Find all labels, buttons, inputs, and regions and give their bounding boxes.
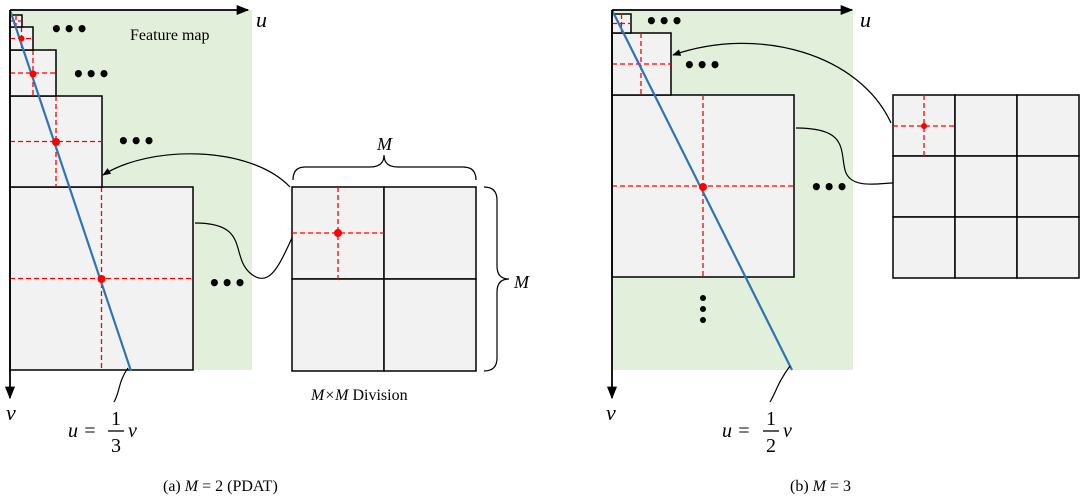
ellipsis: •••	[117, 129, 155, 153]
svg-text:v: v	[783, 420, 792, 442]
connector-curve	[194, 222, 293, 279]
v-axis-label: v	[6, 400, 16, 425]
equation-pointer	[769, 365, 791, 403]
svg-text:2: 2	[766, 435, 776, 457]
division-label: M×M Division	[310, 387, 408, 404]
point	[921, 123, 927, 129]
svg-text:3: 3	[111, 435, 121, 457]
ellipsis: •••	[683, 53, 721, 77]
point	[97, 275, 106, 283]
svg-text:1: 1	[111, 408, 121, 430]
vertical-ellipsis	[700, 295, 706, 323]
panel-b: u v ••• ••• •••	[606, 4, 1080, 495]
division-grid-2x2	[291, 186, 477, 372]
ellipsis: •••	[208, 271, 246, 295]
svg-text:v: v	[128, 420, 137, 442]
mapping-arrow	[672, 42, 892, 124]
block-level-2	[611, 32, 672, 96]
brace-right	[483, 186, 510, 372]
equation-a: u = 1 3 v	[68, 408, 137, 457]
division-grid-3x3	[892, 94, 1080, 279]
ellipsis: •••	[50, 17, 88, 41]
panel-a: Feature map	[4, 4, 530, 495]
brace-right-label: M	[513, 272, 530, 292]
mapping-arrow	[102, 153, 291, 188]
caption-b: (b) M = 3	[790, 478, 851, 495]
brace-top	[292, 154, 477, 181]
ellipsis: •••	[72, 62, 110, 86]
brace-top-label: M	[376, 134, 393, 154]
equation-pointer	[113, 367, 129, 403]
point	[18, 35, 25, 42]
u-axis-label: u	[256, 7, 267, 32]
u-axis-label: u	[860, 7, 871, 32]
point	[699, 183, 707, 191]
v-axis-label: v	[606, 400, 616, 425]
equation-b: u = 1 2 v	[722, 408, 792, 457]
point	[52, 138, 60, 146]
diagonal-line-a	[8, 9, 133, 372]
caption-a: (a) M = 2 (PDAT)	[163, 478, 278, 495]
ellipsis: •••	[645, 9, 683, 33]
point	[29, 70, 37, 78]
svg-text:u =: u =	[68, 420, 97, 442]
feature-map-label: Feature map	[130, 27, 210, 44]
ellipsis: •••	[810, 175, 848, 199]
point	[334, 229, 342, 237]
connector-curve	[795, 127, 894, 185]
svg-text:u =: u =	[722, 420, 751, 442]
svg-text:1: 1	[766, 408, 776, 430]
